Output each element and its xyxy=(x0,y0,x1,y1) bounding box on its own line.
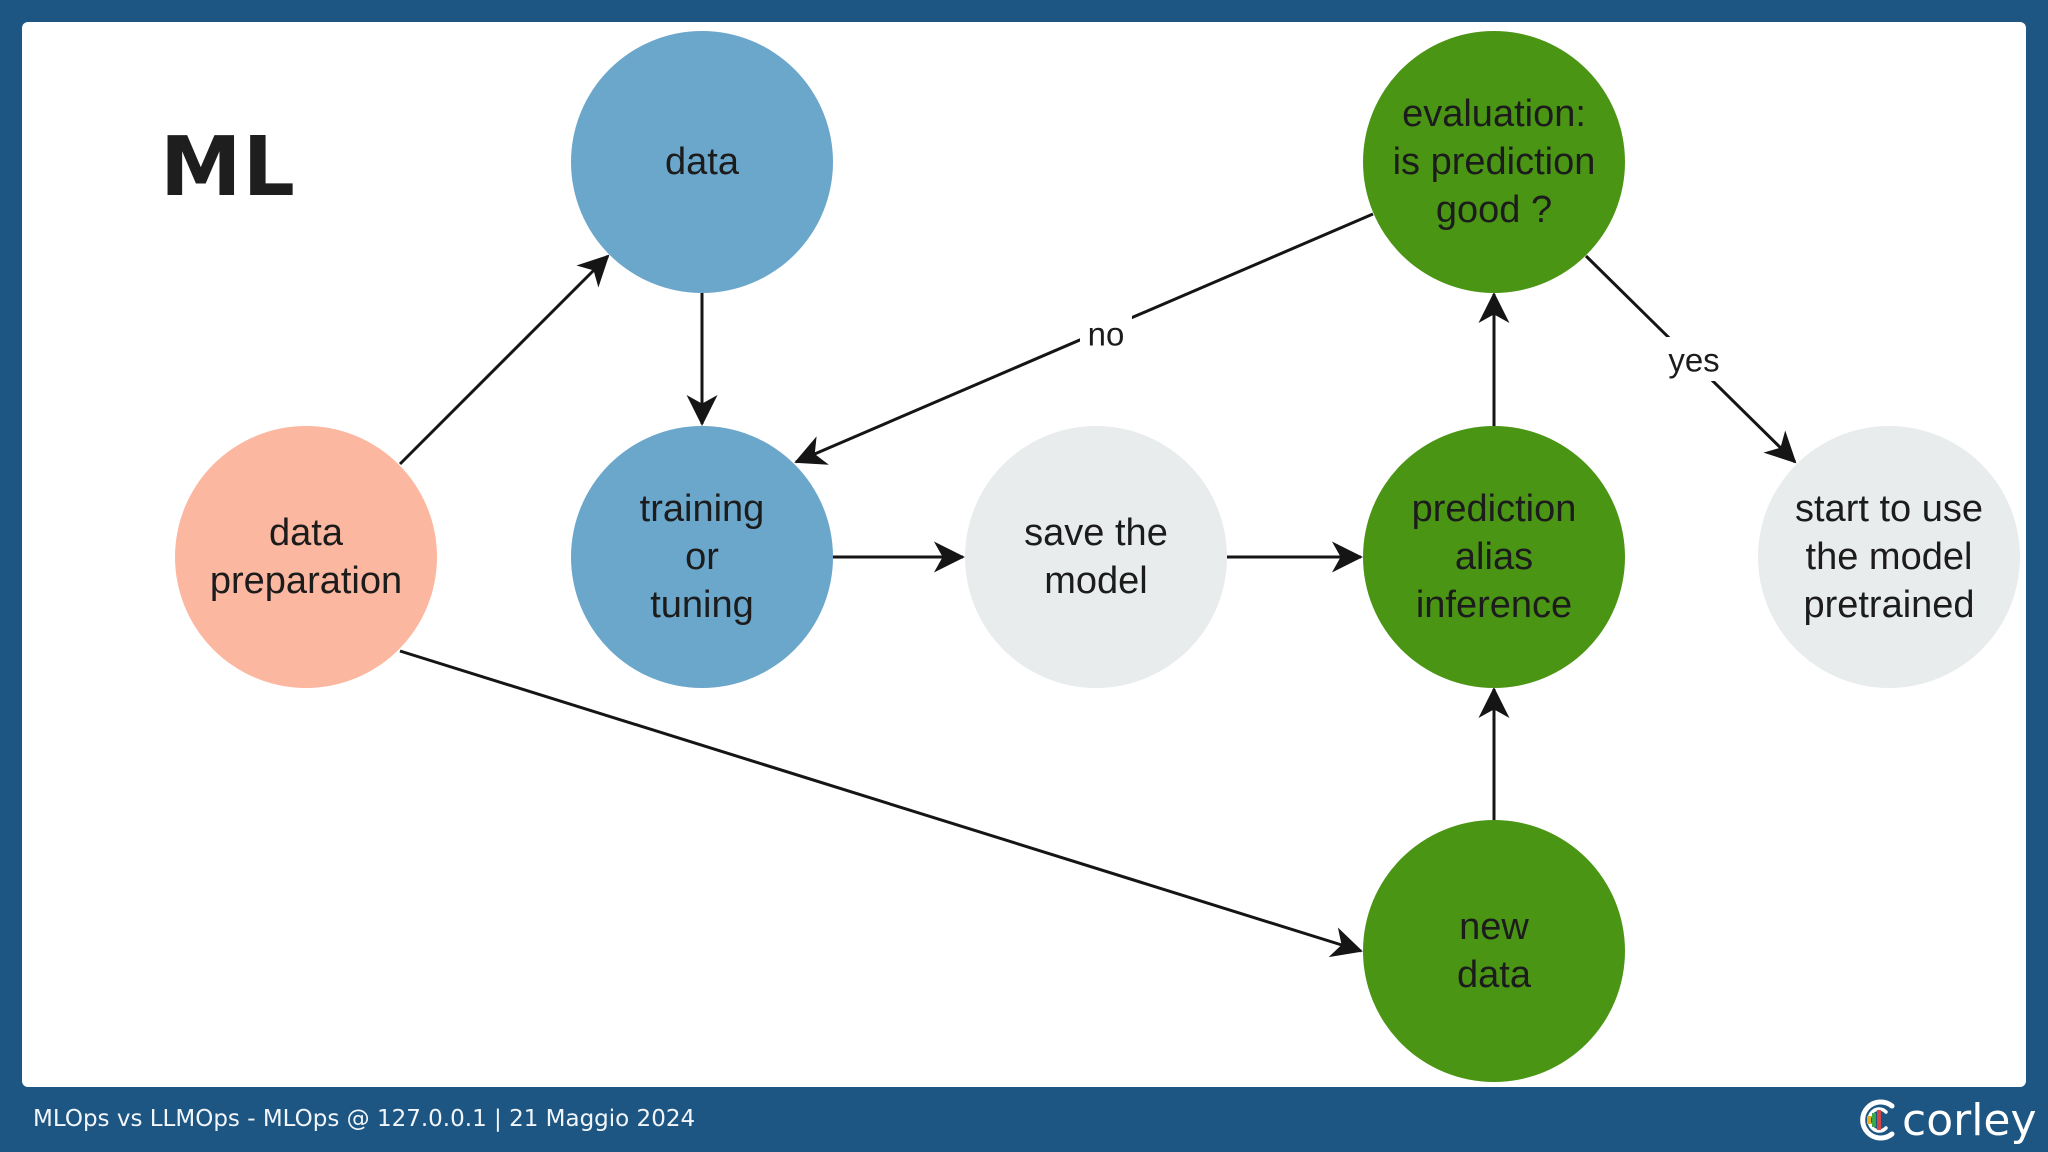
edge-label-text: no xyxy=(1088,316,1125,353)
node-label-line: save the xyxy=(1024,512,1168,554)
node-label-line: prediction xyxy=(1412,488,1577,530)
node-circle xyxy=(175,426,437,688)
node-label-line: training xyxy=(640,488,765,530)
nodes-layer: data data preparation training or tuning save … xyxy=(175,31,2020,1082)
node-label-line: model xyxy=(1044,560,1148,602)
node-label-line: or xyxy=(685,536,719,578)
node-label-line: inference xyxy=(1416,584,1572,626)
logo-text: corley xyxy=(1902,1094,2037,1146)
node-circle xyxy=(1363,31,1625,293)
node-circle xyxy=(571,426,833,688)
corley-logo: corley xyxy=(1858,1092,2037,1148)
node-label-line: the model xyxy=(1806,536,1973,578)
node-label-line: new xyxy=(1459,906,1529,948)
node-label-line: alias xyxy=(1455,536,1533,578)
edge-data-preparation-to-data xyxy=(398,254,610,466)
slide-title: ML xyxy=(160,120,296,215)
node-save-model: save the model xyxy=(965,426,1227,688)
node-circle xyxy=(965,426,1227,688)
node-data: data xyxy=(571,31,833,293)
edge-label-no: no xyxy=(1080,311,1132,355)
node-label-line: start to use xyxy=(1795,488,1983,530)
edge-label-background xyxy=(1658,337,1730,381)
node-circle xyxy=(1363,426,1625,688)
node-label-line: tuning xyxy=(650,584,754,626)
node-label-line: data xyxy=(665,141,740,183)
edge-label-yes: yes xyxy=(1658,337,1730,381)
edge-label-text: yes xyxy=(1668,342,1719,379)
node-circle xyxy=(1363,820,1625,1082)
edge-data-preparation-to-new-data xyxy=(399,649,1363,958)
footer-text: MLOps vs LLMOps - MLOps @ 127.0.0.1 | 21… xyxy=(33,1106,696,1132)
node-data-preparation: data preparation xyxy=(175,426,437,688)
node-start-use: start to use the model pretrained xyxy=(1758,426,2020,688)
node-prediction: prediction alias inference xyxy=(1363,426,1625,688)
node-training: training or tuning xyxy=(571,426,833,688)
corley-c-logo-icon xyxy=(1860,1099,1895,1141)
node-label-line: data xyxy=(1457,954,1532,996)
node-new-data: new data xyxy=(1363,820,1625,1082)
node-circle xyxy=(1758,426,2020,688)
node-label-line: data xyxy=(269,512,344,554)
node-circle xyxy=(571,31,833,293)
node-label-line: good ? xyxy=(1436,189,1552,231)
node-label-line: evaluation: xyxy=(1402,93,1586,135)
node-evaluation: evaluation: is prediction good ? xyxy=(1363,31,1625,293)
edge-label-background xyxy=(1080,311,1132,355)
edge-labels-layer: no yes xyxy=(1080,311,1730,381)
node-label-line: preparation xyxy=(210,560,402,602)
node-label-line: pretrained xyxy=(1803,584,1974,626)
node-label-line: is prediction xyxy=(1393,141,1596,183)
